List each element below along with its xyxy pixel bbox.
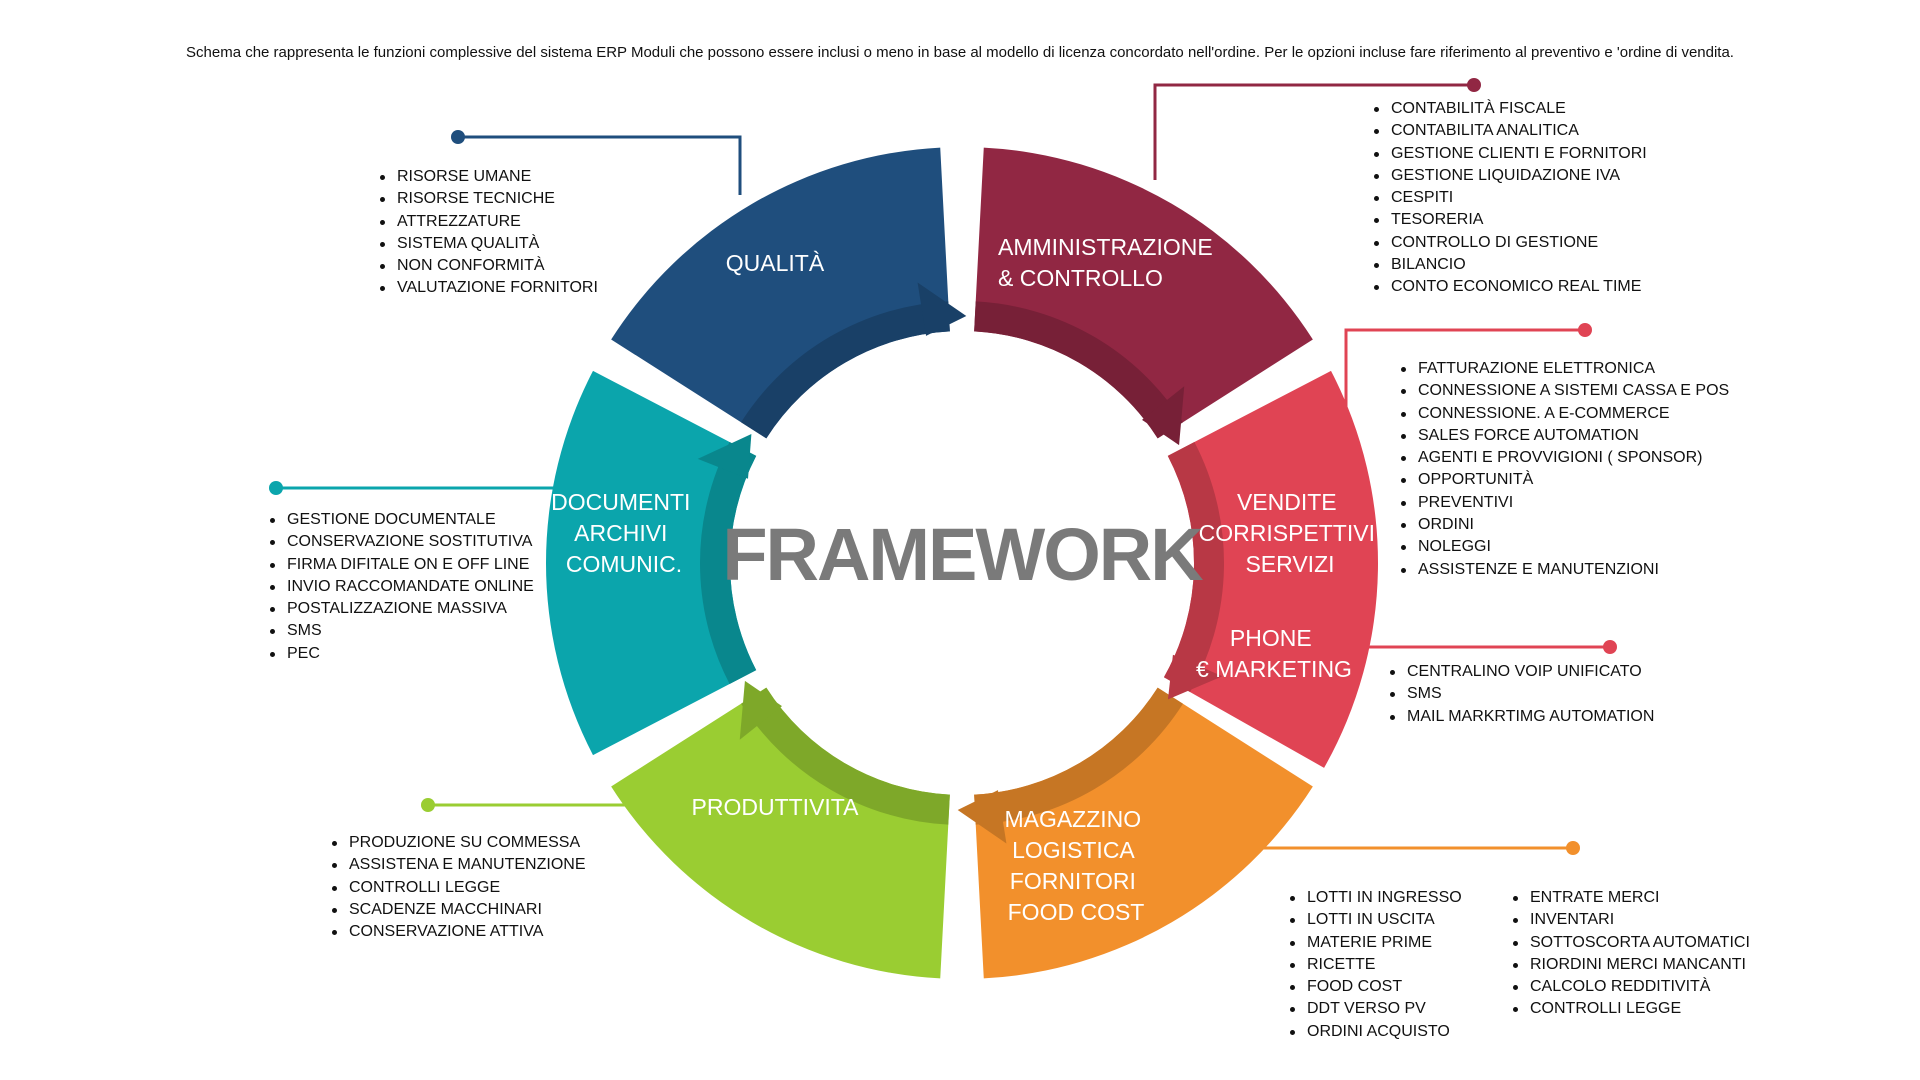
label-produttivita: PRODUTTIVITA [692,794,860,820]
list-item: PREVENTIVI [1400,492,1729,514]
label-magazzino: MAGAZZINO LOGISTICA FORNITORI FOOD COST [1004,806,1147,925]
list-item: ASSISTENA E MANUTENZIONE [331,854,585,876]
list-item: FATTURAZIONE ELETTRONICA [1400,358,1729,380]
segment-amministrazione [974,147,1313,439]
list-item: CONSERVAZIONE SOSTITUTIVA [270,531,534,553]
label-documenti: DOCUMENTI ARCHIVI COMUNIC. [551,489,697,577]
list-item: CONNESSIONE A SISTEMI CASSA E POS [1400,380,1729,402]
list-item: FOOD COST [1290,976,1462,998]
inner-band-documenti [699,442,757,684]
list-item: ENTRATE MERCI [1513,887,1750,909]
inner-band-vendite [1163,442,1224,693]
list-item: RIORDINI MERCI MANCANTI [1513,954,1750,976]
center-title: FRAMEWORK [722,513,1203,596]
label-phone: PHONE € MARKETING [1196,625,1352,682]
list-item: PRODUZIONE SU COMMESSA [331,832,585,854]
list-item: SISTEMA QUALITÀ [380,233,598,255]
connector-vendite [1344,323,1592,420]
list-item: CONNESSIONE. A E-COMMERCE [1400,403,1729,425]
list-item: GESTIONE LIQUIDAZIONE IVA [1374,165,1647,187]
list-item: DDT VERSO PV [1290,998,1462,1020]
label-vendite: VENDITE CORRISPETTIVI SERVIZI [1199,489,1382,577]
list-item: PEC [270,643,534,665]
list-item: CALCOLO REDDITIVITÀ [1513,976,1750,998]
list-item: RISORSE UMANE [380,166,598,188]
diagram-caption: Schema che rappresenta le funzioni compl… [186,44,1734,61]
arrow-notch-vendite [1167,654,1223,700]
list-item: FIRMA DIFITALE ON E OFF LINE [270,554,534,576]
inner-band-produttivita [741,687,950,825]
list-item: ATTREZZATURE [380,211,598,233]
list-item: SOTTOSCORTA AUTOMATICI [1513,932,1750,954]
connector-magazzino [1260,841,1580,855]
list-item: CONTO ECONOMICO REAL TIME [1374,276,1647,298]
list-item: CONTROLLI LEGGE [1513,998,1750,1020]
list-item: AGENTI E PROVVIGIONI ( SPONSOR) [1400,447,1729,469]
list-item: INVENTARI [1513,909,1750,931]
list-item: ORDINI [1400,514,1729,536]
list-item: NON CONFORMITÀ [380,255,598,277]
list-item: SALES FORCE AUTOMATION [1400,425,1729,447]
list-item: INVIO RACCOMANDATE ONLINE [270,576,534,598]
arrow-notch-documenti [697,433,752,479]
segment-produttivita [611,687,950,979]
arrow-notch-amministrazione [1141,386,1185,446]
list-item: RISORSE TECNICHE [380,188,598,210]
list-item: NOLEGGI [1400,536,1729,558]
segment-qualita [611,147,950,439]
list-item: GESTIONE DOCUMENTALE [270,509,534,531]
arrow-notch-qualita [917,282,967,336]
connector-produttivita [421,798,650,812]
list-item: SMS [270,620,534,642]
label-amministrazione: AMMINISTRAZIONE & CONTROLLO [998,234,1219,291]
segment-vendite [1163,370,1378,768]
list-item: ASSISTENZE E MANUTENZIONI [1400,559,1729,581]
arrow-notch-magazzino [957,790,1007,844]
list-item: CONTABILITÀ FISCALE [1374,98,1647,120]
arrow-notch-produttivita [739,680,783,740]
connector-documenti [269,481,555,495]
list-item: SCADENZE MACCHINARI [331,899,585,921]
label-qualita: QUALITÀ [726,250,825,276]
list-item: VALUTAZIONE FORNITORI [380,277,598,299]
list-item: TESORERIA [1374,209,1647,231]
connector-qualita [451,130,742,195]
list-item: OPPORTUNITÀ [1400,469,1729,491]
list-item: MATERIE PRIME [1290,932,1462,954]
list-item: POSTALIZZAZIONE MASSIVA [270,598,534,620]
list-item: CONTROLLO DI GESTIONE [1374,232,1647,254]
segment-magazzino [974,687,1313,979]
inner-band-qualita [741,301,950,439]
list-item: CESPITI [1374,187,1647,209]
segment-documenti [546,370,757,756]
inner-band-magazzino [974,687,1183,825]
list-item: SMS [1389,683,1654,705]
connector-amministrazione [1153,78,1481,180]
list-item: RICETTE [1290,954,1462,976]
list-item: CENTRALINO VOIP UNIFICATO [1389,661,1654,683]
list-item: LOTTI IN USCITA [1290,909,1462,931]
list-item: BILANCIO [1374,254,1647,276]
list-item: CONSERVAZIONE ATTIVA [331,921,585,943]
list-item: MAIL MARKRTIMG AUTOMATION [1389,706,1654,728]
list-item: CONTABILITA ANALITICA [1374,120,1647,142]
list-item: LOTTI IN INGRESSO [1290,887,1462,909]
list-item: ORDINI ACQUISTO [1290,1021,1462,1043]
list-item: CONTROLLI LEGGE [331,877,585,899]
connector-phone [1360,640,1617,654]
list-item: GESTIONE CLIENTI E FORNITORI [1374,143,1647,165]
inner-band-amministrazione [974,301,1183,439]
